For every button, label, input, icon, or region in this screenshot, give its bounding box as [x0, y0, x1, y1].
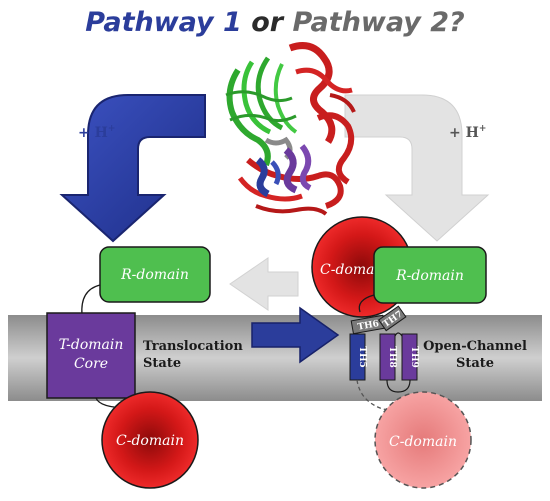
right-proton-sup: + [479, 124, 487, 134]
left-t-domain-label-1: T-domain [59, 337, 124, 353]
forward-transition-arrow [251, 306, 340, 364]
left-linker-top [81, 284, 101, 316]
left-t-domain-label-2: Core [74, 356, 108, 372]
left-r-domain [99, 246, 211, 303]
protein-ribbon-structure-icon [225, 42, 356, 216]
left-proton-label: + H+ [78, 124, 115, 141]
open-channel-state-label-1: Open-Channel [423, 339, 527, 354]
helix-th5-label: TH5 [357, 346, 367, 367]
left-c-domain [101, 391, 199, 489]
right-c-domain-top-label: C-domain [320, 262, 388, 278]
transmembrane-helices: TH5 TH8 TH9 [349, 332, 419, 393]
title-pathway-1: Pathway 1 [85, 7, 242, 38]
left-proton-text: + H [78, 125, 108, 141]
right-proton-label: + H+ [449, 124, 486, 141]
translocation-state-label-1: Translocation [143, 339, 243, 354]
right-r-domain [373, 246, 487, 304]
right-c-domain-bottom-label: C-domain [389, 434, 457, 450]
left-c-domain-label: C-domain [116, 433, 184, 449]
right-linker [358, 294, 375, 313]
left-r-domain-label: R-domain [120, 267, 189, 283]
pathway-2-arrow [344, 94, 490, 242]
open-channel-state-label-2: State [456, 356, 494, 371]
translocation-state-label-2: State [143, 356, 181, 371]
reverse-transition-arrow [229, 257, 299, 311]
helix-th8-label: TH8 [387, 346, 397, 367]
right-proton-text: + H [449, 125, 479, 141]
title-pathway-2: Pathway 2? [293, 7, 465, 38]
helix-th9-label: TH9 [409, 346, 419, 367]
title: Pathway 1 or Pathway 2? [85, 7, 464, 38]
helix-th6-label: TH6 [357, 319, 380, 333]
right-c-domain-bottom [374, 391, 472, 489]
left-proton-sup: + [108, 124, 116, 134]
title-or: or [251, 7, 292, 38]
left-t-domain-core [46, 312, 136, 399]
right-r-domain-label: R-domain [395, 268, 464, 284]
pathway-1-arrow [59, 94, 206, 243]
